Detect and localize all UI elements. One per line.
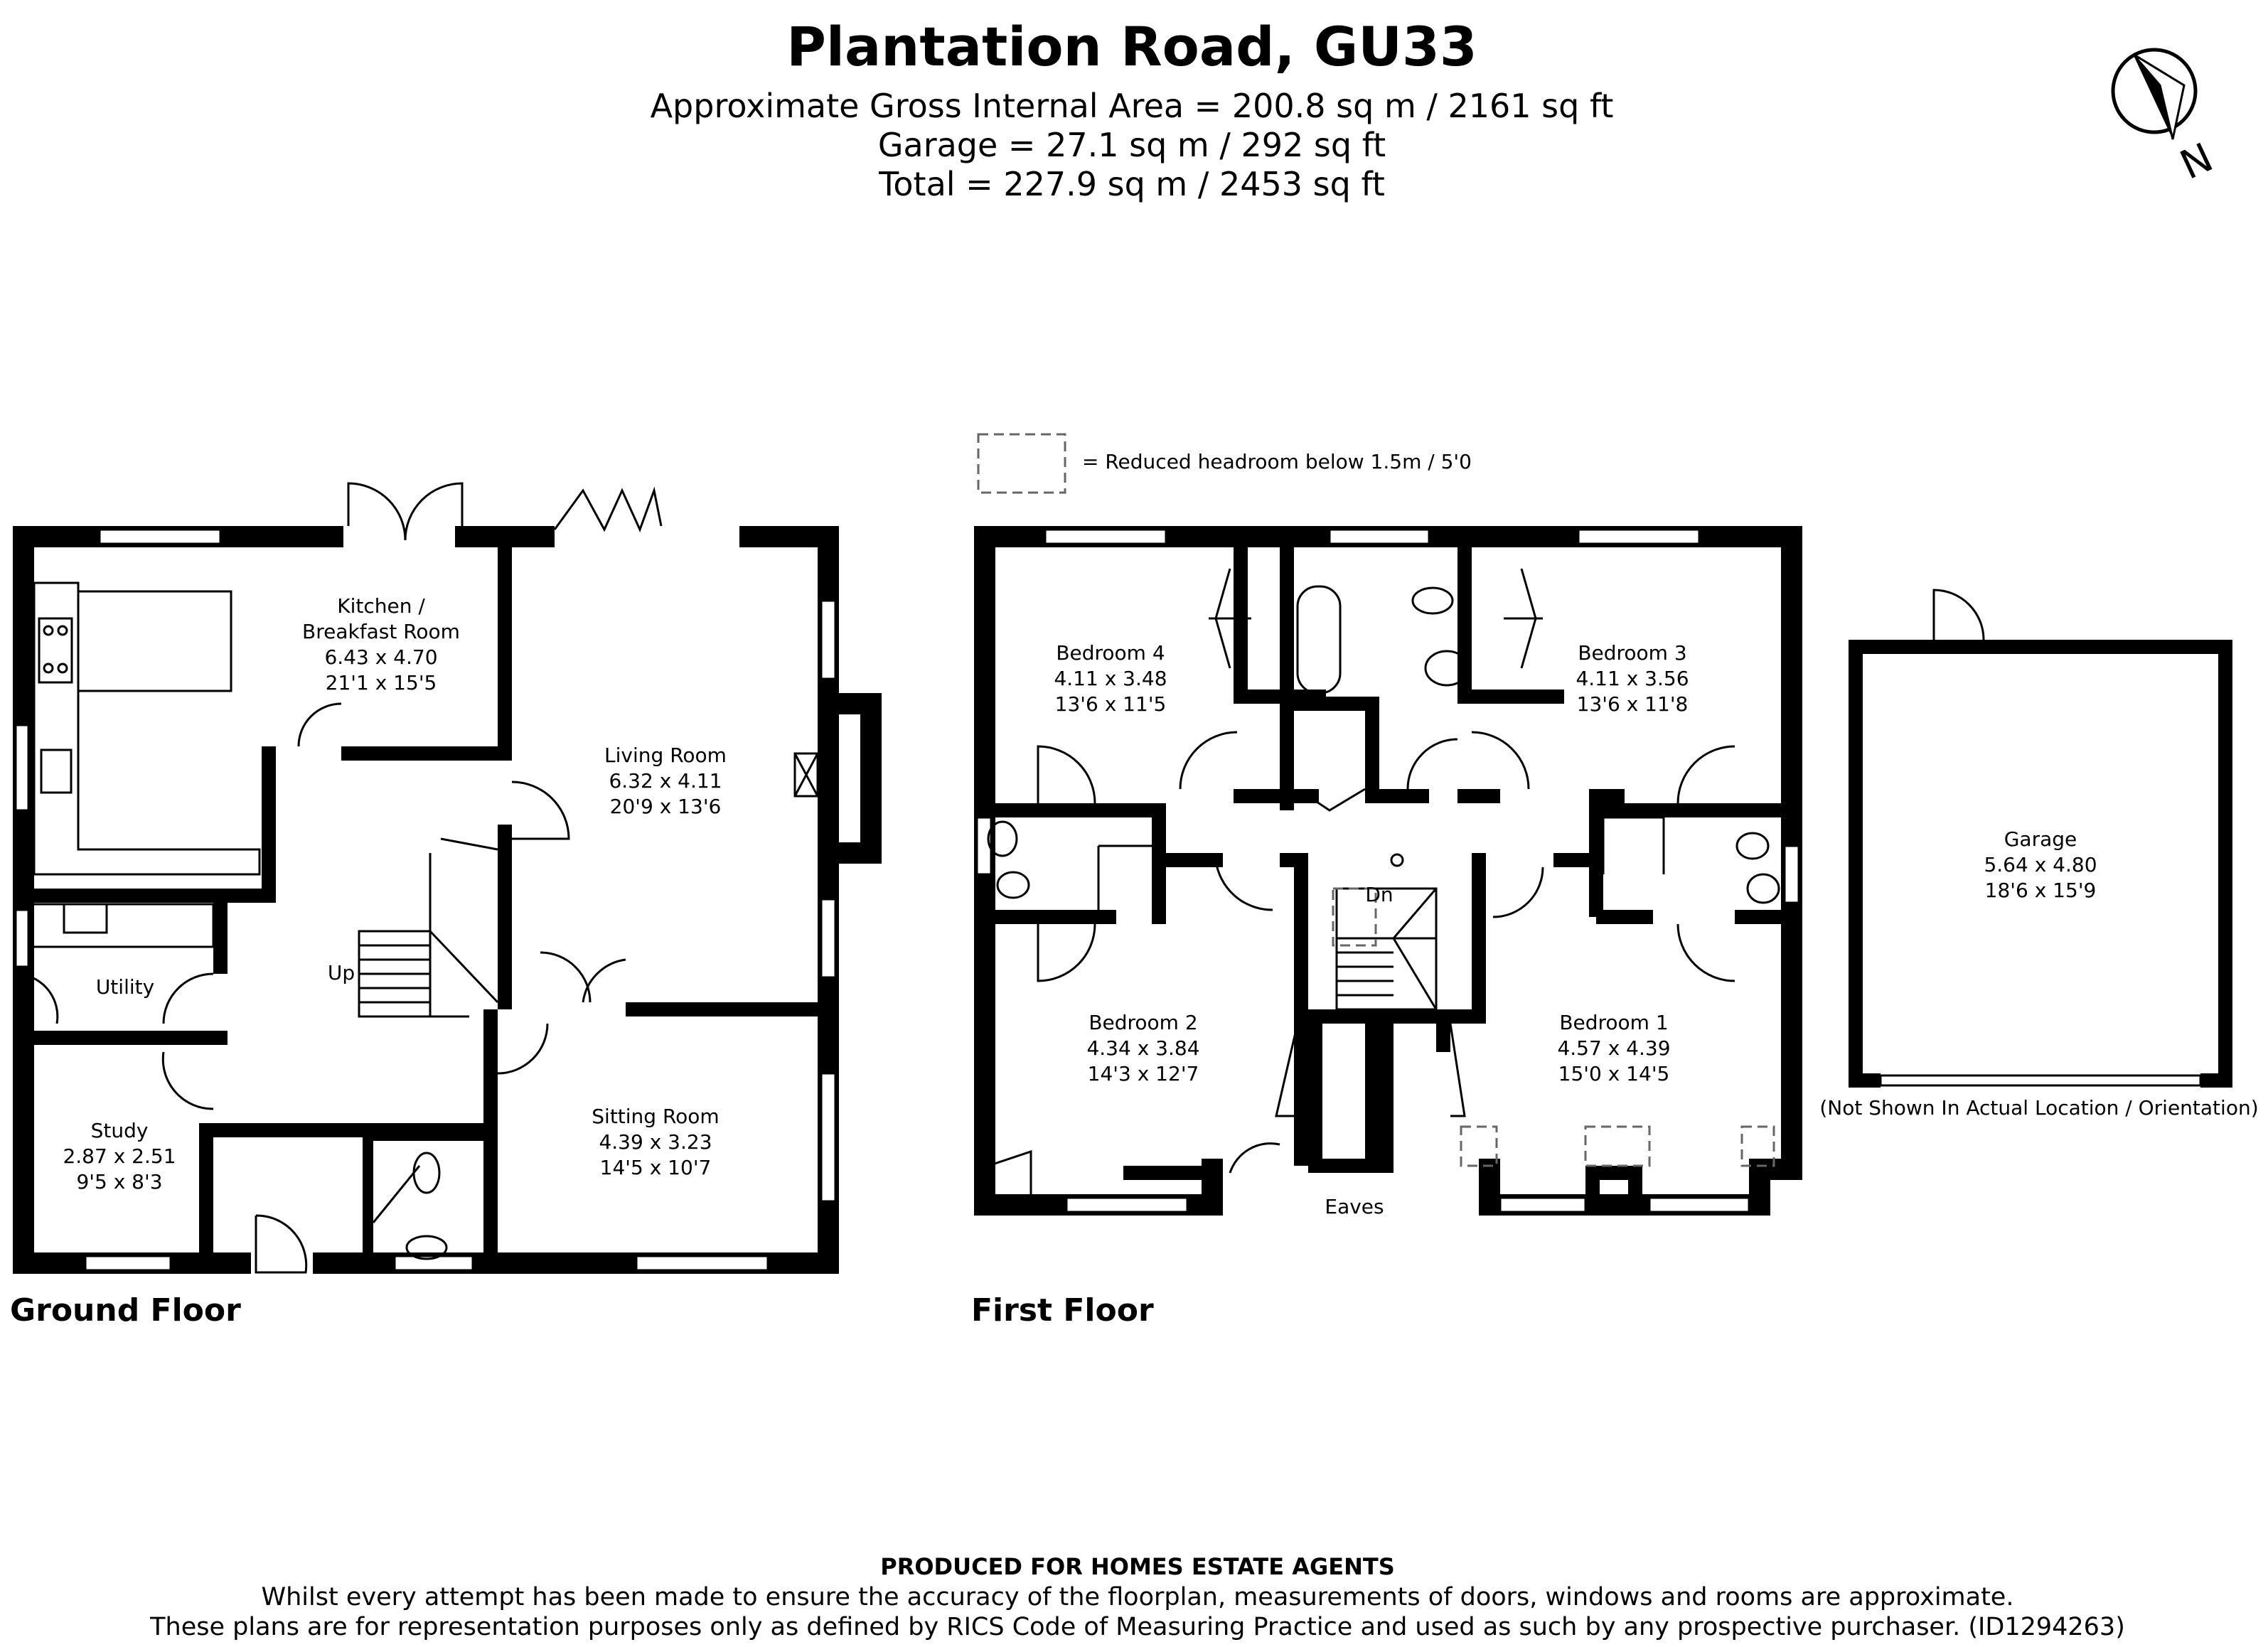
bed1-imperial: 15'0 x 14'5	[1558, 1062, 1670, 1085]
study-metric: 2.87 x 2.51	[63, 1144, 176, 1168]
sitting-metric: 4.39 x 3.23	[599, 1130, 712, 1154]
hob-icon	[38, 617, 73, 684]
garage-note: (Not Shown In Actual Location / Orientat…	[1819, 1096, 2258, 1120]
bed2-metric: 4.34 x 3.84	[1086, 1036, 1199, 1060]
stairs-up-label: Up	[328, 961, 355, 985]
stairs-first	[1335, 853, 1438, 1011]
sitting-name: Sitting Room	[592, 1105, 719, 1128]
bed1-name: Bedroom 1	[1559, 1011, 1668, 1034]
footer-heading: PRODUCED FOR HOMES ESTATE AGENTS	[880, 1553, 1395, 1580]
utility-name: Utility	[96, 975, 154, 999]
study-name: Study	[91, 1119, 149, 1142]
study-imperial: 9'5 x 8'3	[76, 1170, 162, 1193]
ground-floor-plan	[13, 482, 882, 1274]
page-title: Plantation Road, GU33	[786, 15, 1477, 78]
living-imperial: 20'9 x 13'6	[610, 795, 722, 818]
bed2-name: Bedroom 2	[1088, 1011, 1197, 1034]
bed4-imperial: 13'6 x 11'5	[1055, 692, 1167, 716]
kitchen-name-line1: Kitchen /	[337, 594, 425, 618]
garage-imperial: 18'6 x 15'9	[1985, 879, 2097, 902]
bed4-name: Bedroom 4	[1056, 641, 1165, 665]
bed3-imperial: 13'6 x 11'8	[1577, 692, 1689, 716]
footer-disclaimer-2: These plans are for representation purpo…	[149, 1613, 2125, 1641]
compass-north-label: N	[2173, 134, 2220, 189]
bed1-metric: 4.57 x 4.39	[1557, 1036, 1670, 1060]
garage-plan	[1849, 589, 2232, 1088]
living-metric: 6.32 x 4.11	[609, 769, 722, 793]
kitchen-imperial: 21'1 x 15'5	[326, 671, 437, 694]
area-line-garage: Garage = 27.1 sq m / 292 sq ft	[878, 126, 1386, 164]
ground-floor-label: Ground Floor	[10, 1292, 241, 1329]
eaves-label: Eaves	[1325, 1195, 1384, 1218]
area-line-total: Total = 227.9 sq m / 2453 sq ft	[878, 165, 1385, 203]
area-line-internal: Approximate Gross Internal Area = 200.8 …	[651, 87, 1614, 125]
kitchen-name-line2: Breakfast Room	[302, 620, 460, 643]
garage-metric: 5.64 x 4.80	[1984, 853, 2097, 876]
legend-text: = Reduced headroom below 1.5m / 5'0	[1082, 450, 1472, 473]
sitting-imperial: 14'5 x 10'7	[600, 1156, 712, 1179]
living-name: Living Room	[604, 744, 727, 767]
bed4-metric: 4.11 x 3.48	[1054, 667, 1167, 690]
footer-disclaimer-1: Whilst every attempt has been made to en…	[262, 1583, 2014, 1611]
stairs-down-label: Dn	[1365, 883, 1393, 906]
kitchen-metric: 6.43 x 4.70	[324, 645, 437, 669]
bed3-metric: 4.11 x 3.56	[1576, 667, 1689, 690]
garage-name: Garage	[2004, 827, 2077, 851]
first-floor-plan	[974, 526, 1802, 1216]
bed2-imperial: 14'3 x 12'7	[1088, 1062, 1199, 1085]
bed3-name: Bedroom 3	[1578, 641, 1686, 665]
first-floor-label: First Floor	[971, 1292, 1154, 1329]
reduced-headroom-swatch	[977, 433, 1066, 494]
compass-icon: N	[2111, 48, 2220, 189]
stairs-ground	[358, 837, 499, 1018]
